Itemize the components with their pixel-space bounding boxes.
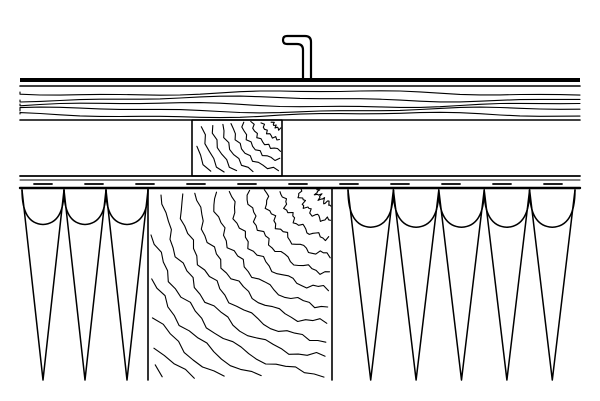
insulation-bulb bbox=[392, 189, 440, 228]
grain-line bbox=[260, 122, 280, 141]
insulation-tail bbox=[528, 189, 576, 381]
grain-line bbox=[297, 188, 331, 222]
grain-line bbox=[154, 364, 163, 378]
grain-line bbox=[19, 111, 581, 119]
rafter bbox=[147, 187, 333, 381]
insulation-tail bbox=[483, 189, 531, 381]
grain-line bbox=[279, 191, 330, 242]
insulation-tail bbox=[105, 189, 149, 381]
thermal-insulation-left bbox=[21, 189, 149, 381]
grain-line bbox=[19, 106, 581, 114]
grain-line bbox=[160, 194, 326, 357]
grain-line bbox=[250, 120, 282, 152]
grain-line bbox=[153, 347, 195, 379]
grain-line bbox=[213, 191, 329, 309]
grain-line bbox=[19, 102, 581, 108]
timber-boarding bbox=[19, 90, 581, 121]
grain-line bbox=[270, 121, 282, 131]
insulation-bulb bbox=[483, 189, 531, 228]
insulation-bulb bbox=[528, 189, 576, 228]
grain-line bbox=[200, 126, 225, 173]
grain-line bbox=[194, 192, 328, 324]
grain-line bbox=[263, 189, 331, 259]
insulation-tail bbox=[392, 189, 440, 381]
metal-roofing-sheet bbox=[19, 78, 581, 87]
grain-line bbox=[246, 189, 331, 275]
insulation-bulb bbox=[63, 189, 107, 226]
grain-line bbox=[228, 190, 330, 292]
grain-line bbox=[211, 124, 238, 172]
insulation-bulb bbox=[21, 189, 65, 226]
grain-line bbox=[230, 123, 280, 172]
insulation-bulb bbox=[105, 189, 149, 226]
grain-line bbox=[313, 189, 332, 207]
insulation-tail bbox=[438, 189, 485, 381]
insulation-bulb bbox=[438, 189, 485, 228]
grain-line bbox=[241, 121, 281, 162]
grain-line bbox=[150, 234, 325, 378]
grain-line bbox=[19, 90, 581, 96]
grain-line bbox=[179, 193, 327, 343]
insulation-tail bbox=[21, 189, 65, 381]
roofing-membrane bbox=[18, 175, 582, 190]
grain-line bbox=[222, 123, 254, 173]
grain-line bbox=[151, 317, 225, 377]
standing-seam bbox=[281, 34, 313, 80]
thermal-insulation-right bbox=[347, 189, 576, 381]
insulation-tail bbox=[63, 189, 107, 381]
grain-line bbox=[151, 278, 262, 377]
batten bbox=[191, 119, 283, 177]
grain-line bbox=[19, 95, 581, 103]
insulation-bulb bbox=[347, 189, 395, 228]
insulation-tail bbox=[347, 189, 395, 381]
